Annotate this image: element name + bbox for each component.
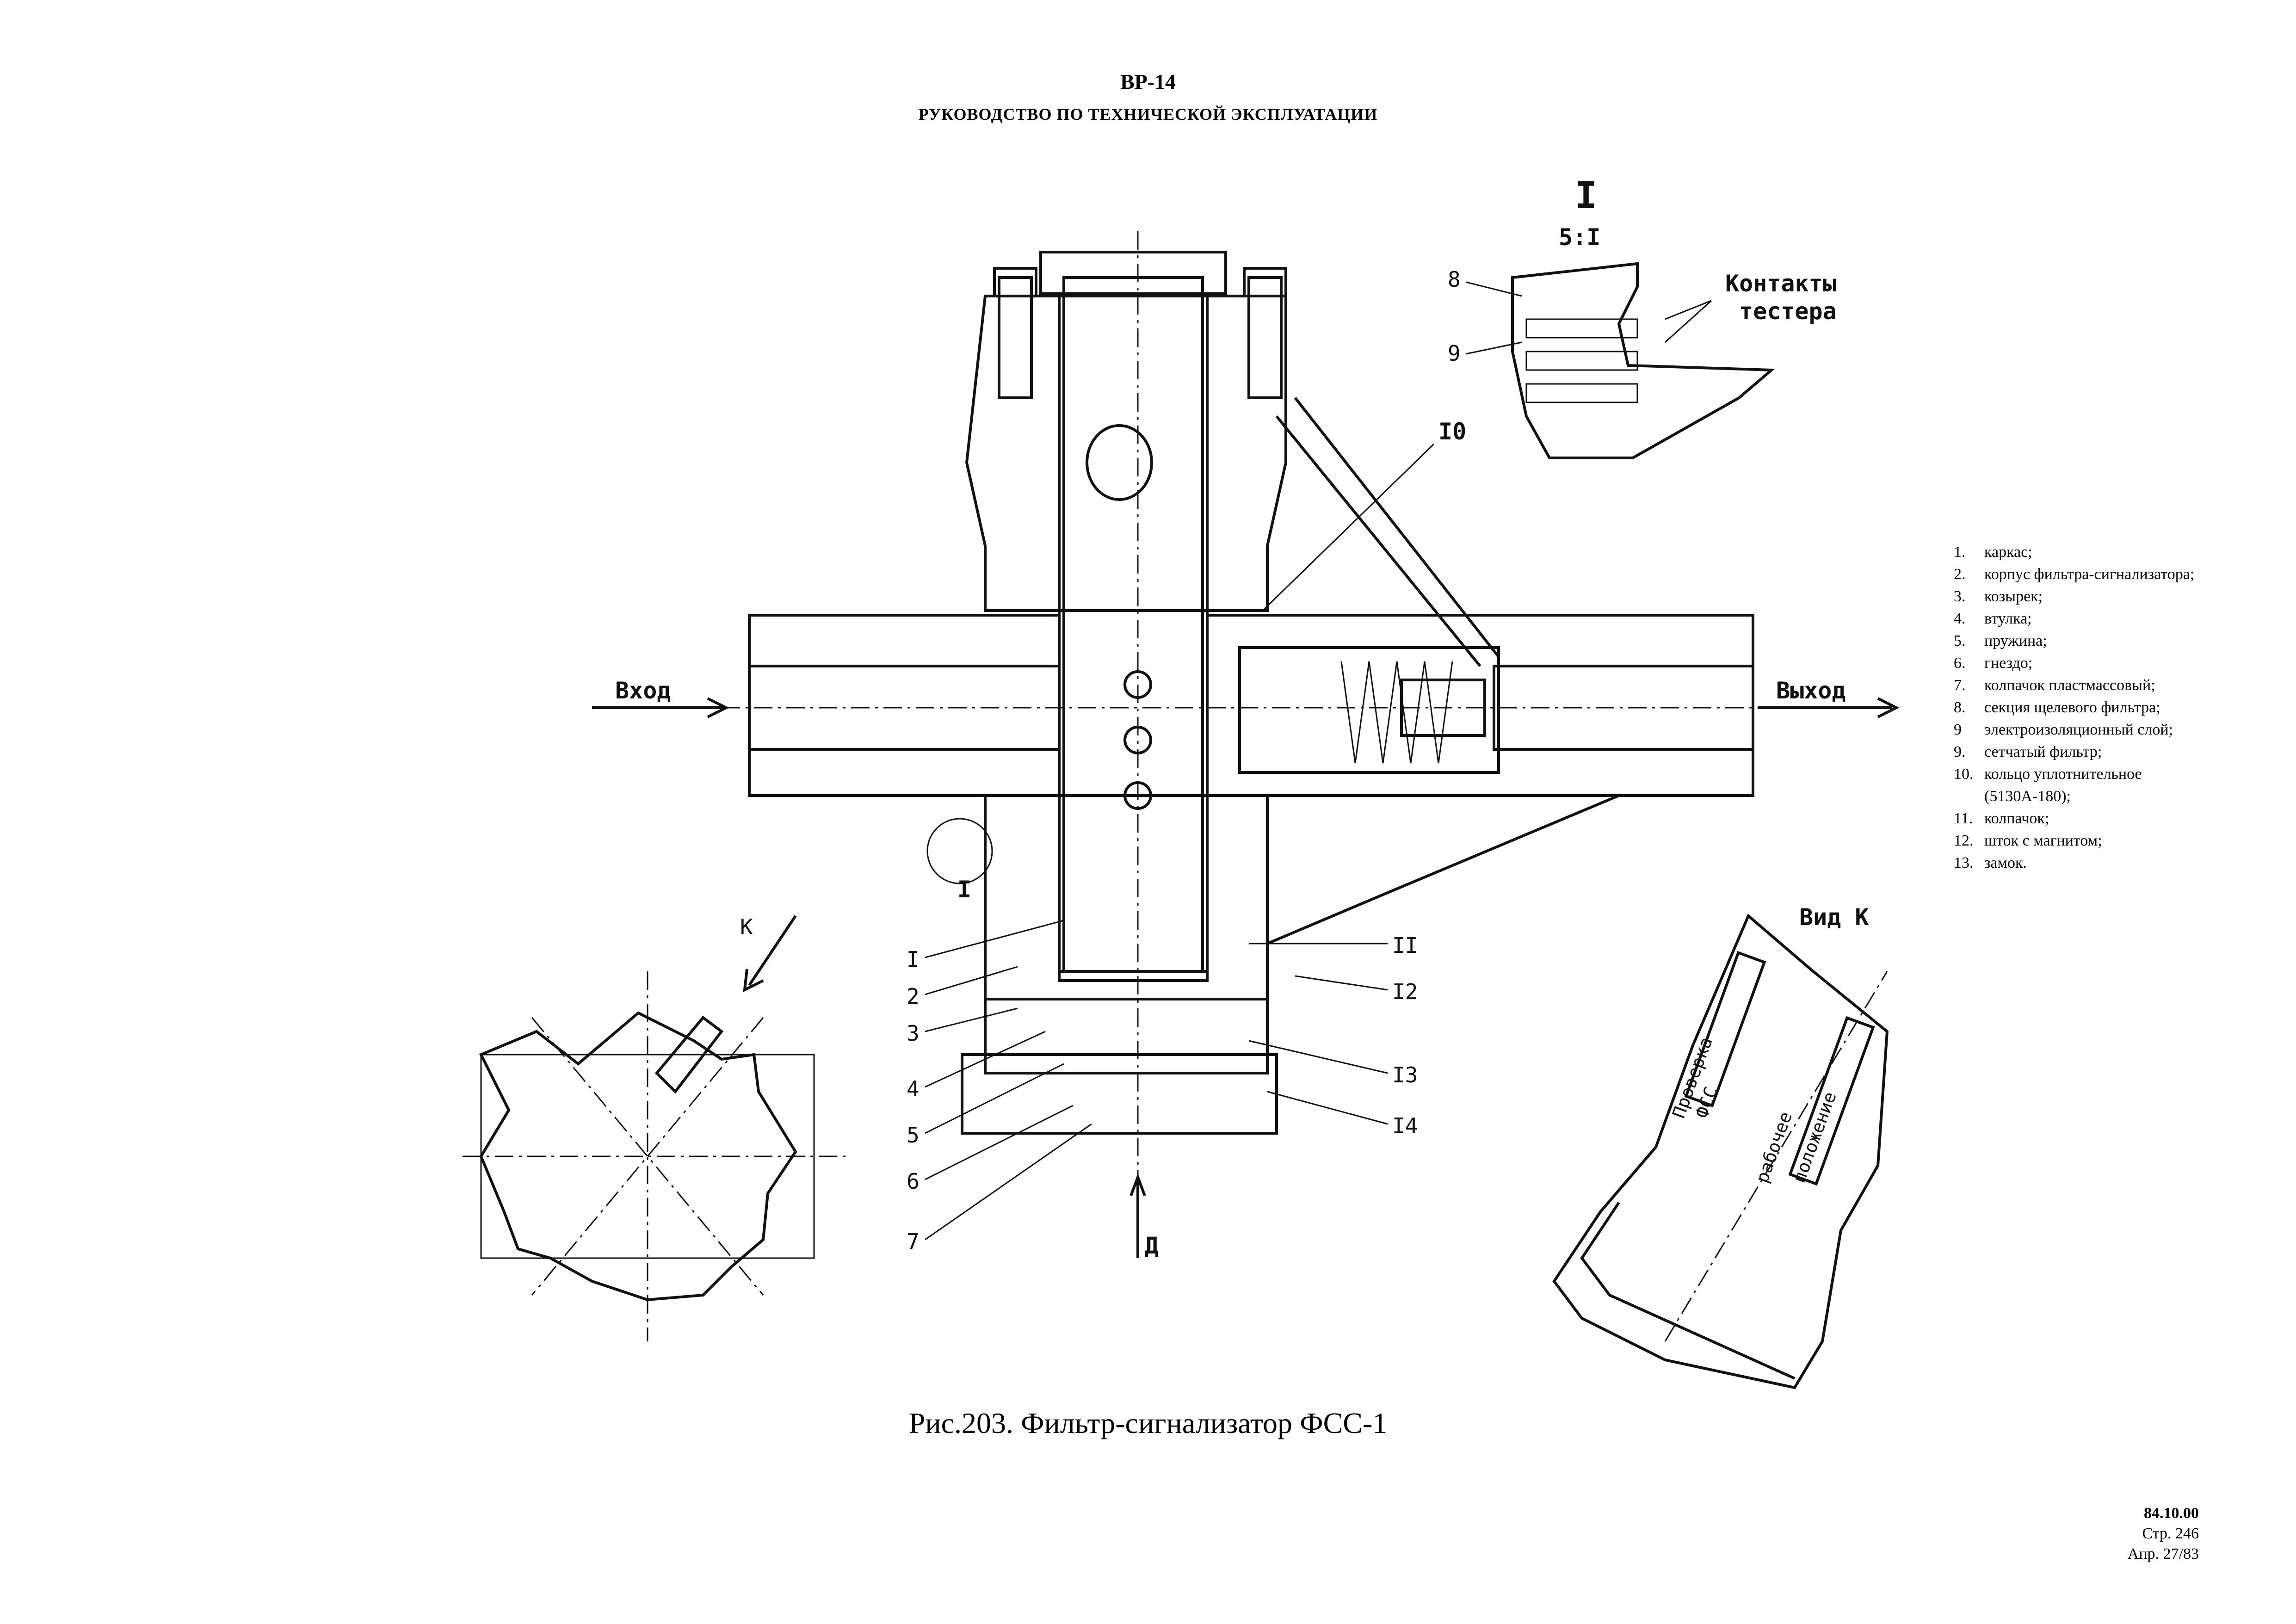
view-arrow-d: Д — [1145, 1232, 1159, 1259]
figure-caption: Рис.203. Фильтр-сигнализатор ФСС-1 — [908, 1407, 1388, 1439]
legend-item-number: 2. — [1954, 566, 1966, 583]
legend-item-text: шток с магнитом; — [1984, 832, 2102, 849]
legend-item-text: замок. — [1984, 854, 2027, 871]
callout-2: 2 — [907, 984, 920, 1009]
main-section-view — [592, 231, 1900, 1258]
view-k-perspective — [1552, 914, 1889, 1389]
legend-item-text: втулка; — [1984, 610, 2032, 627]
legend-item-number: 6. — [1954, 655, 1966, 672]
legend-item: 9. сетчатый фильтр; — [1954, 741, 2213, 763]
document-subtitle: РУКОВОДСТВО ПО ТЕХНИЧЕСКОЙ ЭКСПЛУАТАЦИИ — [918, 105, 1378, 123]
legend-item: 13. замок. — [1954, 852, 2213, 874]
section-mark: I — [957, 876, 971, 903]
legend-item-text: каркас; — [1984, 543, 2032, 561]
legend-item-number: 10. — [1954, 766, 1974, 783]
legend-item: 8. секция щелевого фильтра; — [1954, 697, 2213, 719]
contacts-label-1: Контакты — [1725, 270, 1837, 297]
legend-item-number: 5. — [1954, 632, 1966, 649]
callouts-right: II I2 I3 I4 — [1248, 933, 1418, 1138]
detail-ref-9: 9 — [1448, 341, 1461, 366]
callout-4: 4 — [907, 1076, 920, 1101]
legend-item-text: секция щелевого фильтра; — [1984, 699, 2160, 716]
legend-item-text: сетчатый фильтр; — [1984, 743, 2102, 760]
legend-item-number: 11. — [1954, 810, 1973, 827]
callout-14: I4 — [1392, 1113, 1418, 1138]
callouts-left: I 2 3 4 5 6 7 — [907, 920, 1092, 1254]
legend-item-text: корпус фильтра-сигнализатора; — [1984, 566, 2195, 583]
legend-item-text: колпачок пластмассовый; — [1984, 677, 2155, 694]
detail-ref-8: 8 — [1448, 267, 1461, 292]
legend-item: 4. втулка; — [1954, 608, 2213, 630]
legend-item-text: козырек; — [1984, 588, 2043, 605]
legend-item-text: кольцо уплотнительное (5130А-180); — [1984, 766, 2142, 805]
legend-item-number: 12. — [1954, 832, 1974, 849]
footer-page: Стр. 246 — [2142, 1525, 2199, 1542]
detail-label: I — [1575, 174, 1597, 217]
callout-1: I — [907, 947, 920, 972]
legend-item-text: пружина; — [1984, 632, 2047, 649]
legend-item-number: 13. — [1954, 854, 1974, 871]
legend-item-number: 9 — [1954, 721, 1962, 738]
callout-3: 3 — [907, 1021, 920, 1046]
parts-legend: 1. каркас; 2. корпус фильтра-сигнализатора;… — [1954, 541, 2213, 874]
legend-item-number: 8. — [1954, 699, 1966, 716]
document-code: ВР-14 — [1120, 70, 1176, 93]
legend-item: 7. колпачок пластмассовый; — [1954, 674, 2213, 697]
legend-item-text: электроизоляционный слой; — [1984, 721, 2173, 738]
legend-item: 6. гнездо; — [1954, 652, 2213, 674]
legend-item-number: 7. — [1954, 677, 1966, 694]
page-footer: 84.10.00 Стр. 246 Апр. 27/83 — [2128, 1503, 2199, 1564]
callout-10: I0 — [1438, 418, 1466, 445]
legend-item: 5. пружина; — [1954, 630, 2213, 652]
legend-item-number: 9. — [1954, 743, 1966, 760]
outlet-label: Выход — [1776, 677, 1846, 704]
view-arrow-k: К — [740, 914, 753, 939]
footer-code: 84.10.00 — [2144, 1505, 2199, 1522]
detail-i-view — [1511, 262, 1775, 459]
legend-item: 2. корпус фильтра-сигнализатора; — [1954, 563, 2213, 586]
legend-item: 9 электроизоляционный слой; — [1954, 719, 2213, 741]
callout-12: I2 — [1392, 979, 1418, 1004]
view-k-label: Вид К — [1799, 904, 1869, 931]
callout-5: 5 — [907, 1123, 920, 1148]
legend-item: 1. каркас; — [1954, 541, 2213, 563]
legend-item-number: 1. — [1954, 543, 1966, 561]
contacts-label-2: тестера — [1739, 298, 1837, 325]
inlet-label: Вход — [615, 677, 671, 704]
callout-13: I3 — [1392, 1062, 1418, 1087]
legend-item: 12. шток с магнитом; — [1954, 830, 2213, 852]
detail-scale: 5:I — [1559, 224, 1600, 251]
legend-item-text: гнездо; — [1984, 655, 2033, 672]
legend-item: 10. кольцо уплотнительное (5130А-180); — [1954, 763, 2213, 808]
legend-item: 3. козырек; — [1954, 586, 2213, 608]
legend-item-number: 3. — [1954, 588, 1966, 605]
callout-6: 6 — [907, 1169, 920, 1194]
legend-item-number: 4. — [1954, 610, 1966, 627]
legend-item: 11. колпачок; — [1954, 808, 2213, 830]
callout-11: II — [1392, 933, 1418, 958]
footer-revision: Апр. 27/83 — [2127, 1545, 2199, 1562]
legend-item-text: колпачок; — [1984, 810, 2049, 827]
callout-7: 7 — [907, 1229, 920, 1254]
view-from-k — [463, 915, 851, 1341]
